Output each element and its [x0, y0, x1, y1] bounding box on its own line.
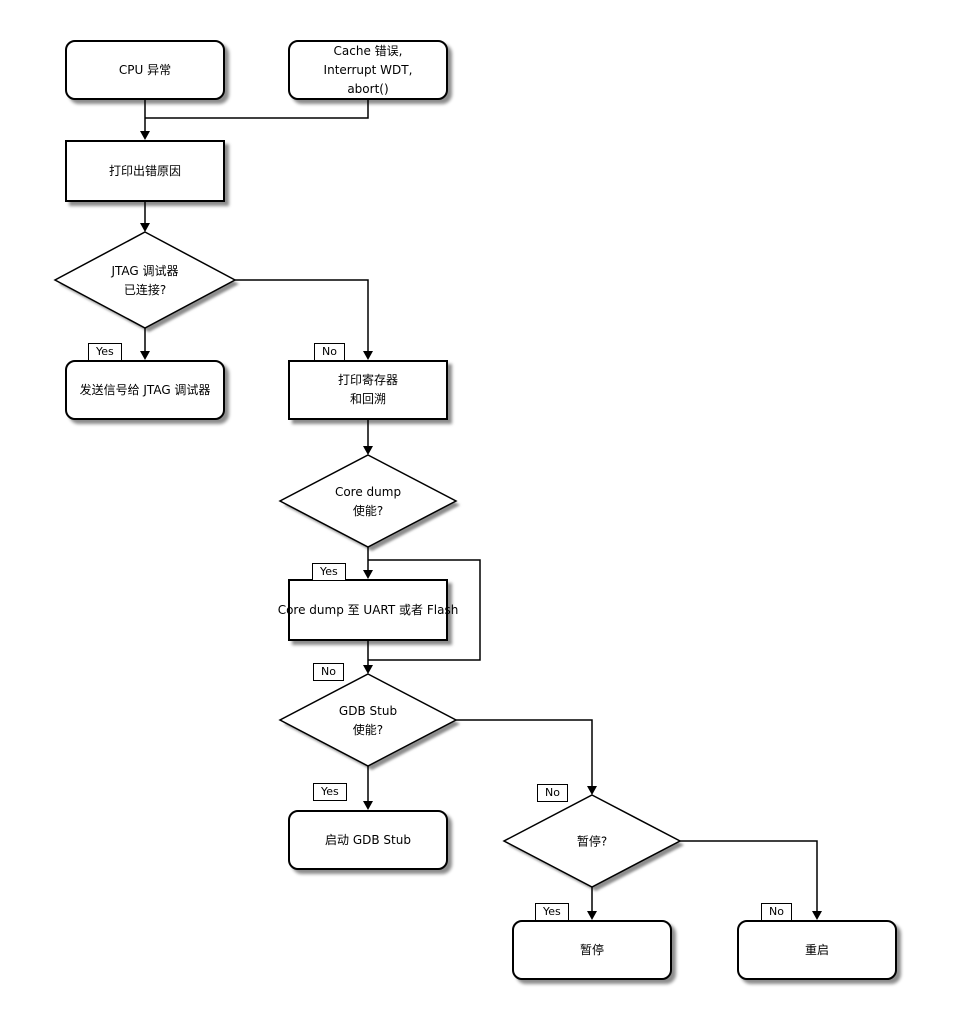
edge-label-halt-no: No [761, 903, 792, 921]
node-start-gdbstub-label: 启动 GDB Stub [325, 832, 411, 847]
edge-label-gdbstub-no: No [537, 784, 568, 802]
edge-label-coredump-no: No [313, 663, 344, 681]
connectors [144, 100, 818, 912]
node-halt-label: 暂停 [579, 942, 604, 957]
arrowhead [363, 570, 373, 579]
diamond-label-gdbstub-line1: GDB Stub [338, 704, 398, 718]
diamond-shapes [53, 231, 682, 888]
diamond-label-jtag-line1: JTAG 调试器 [111, 264, 179, 278]
node-other-causes-line1: Cache 错误, [333, 43, 403, 58]
diamond-label-jtag-line2: 已连接? [123, 283, 167, 297]
edge-label-gdbstub-yes: Yes [313, 783, 347, 801]
node-print-registers-line1: 打印寄存器 [337, 373, 398, 387]
diamond-label-coredump-line1: Core dump [334, 485, 402, 499]
node-start-gdbstub: 启动 GDB Stub [288, 810, 448, 870]
arrowhead [363, 351, 373, 360]
connector-coredump-bypass [368, 559, 481, 661]
node-print-registers: 打印寄存器 和回溯 [288, 360, 448, 420]
node-cpu-exception-label: CPU 异常 [118, 62, 172, 77]
node-print-error-cause: 打印出错原因 [65, 140, 225, 202]
node-send-to-jtag-label: 发送信号给 JTAG 调试器 [79, 382, 211, 397]
arrowhead [587, 786, 597, 795]
diamond-label-coredump-line2: 使能? [352, 504, 384, 518]
connector-haltcheck-no [680, 840, 818, 912]
arrowhead [140, 351, 150, 360]
node-other-causes: Cache 错误, Interrupt WDT, abort() [288, 40, 448, 100]
node-print-registers-line2: 和回溯 [349, 392, 386, 406]
arrowhead [363, 801, 373, 810]
diamond-label-coredump-check: Core dump 使能? [335, 483, 401, 521]
node-do-coredump-label: Core dump 至 UART 或者 Flash [277, 602, 459, 617]
node-print-error-cause-label: 打印出错原因 [108, 163, 181, 178]
edge-label-jtag-no: No [314, 343, 345, 361]
node-cpu-exception: CPU 异常 [65, 40, 225, 100]
diamond-label-gdbstub-line2: 使能? [352, 723, 384, 737]
arrowhead [140, 223, 150, 232]
edge-label-halt-yes: Yes [535, 903, 569, 921]
arrowheads [140, 131, 822, 920]
connector-gdb-no [456, 719, 593, 787]
arrowhead [587, 911, 597, 920]
diamond-label-halt-line1: 暂停? [576, 834, 608, 849]
node-reboot-label: 重启 [804, 942, 829, 957]
arrowhead [363, 665, 373, 674]
arrowhead [812, 911, 822, 920]
edge-label-jtag-yes: Yes [88, 343, 122, 361]
node-do-coredump: Core dump 至 UART 或者 Flash [278, 579, 458, 641]
connector-othercauses-to-print [145, 100, 369, 119]
node-send-to-jtag: 发送信号给 JTAG 调试器 [65, 360, 225, 420]
connector-jtag-no [235, 279, 369, 352]
node-other-causes-line2: Interrupt WDT, [323, 62, 413, 77]
diamond-label-gdbstub-check: GDB Stub 使能? [339, 702, 397, 740]
node-reboot: 重启 [737, 920, 897, 980]
diamond-shadows [59, 236, 684, 891]
edge-label-coredump-yes: Yes [312, 563, 346, 581]
diamond-label-jtag-check: JTAG 调试器 已连接? [111, 262, 178, 300]
node-other-causes-line3: abort() [347, 81, 389, 96]
arrowhead [140, 131, 150, 140]
diamond-label-halt-check: 暂停? [577, 833, 607, 852]
arrowhead [363, 446, 373, 455]
node-halt: 暂停 [512, 920, 672, 980]
